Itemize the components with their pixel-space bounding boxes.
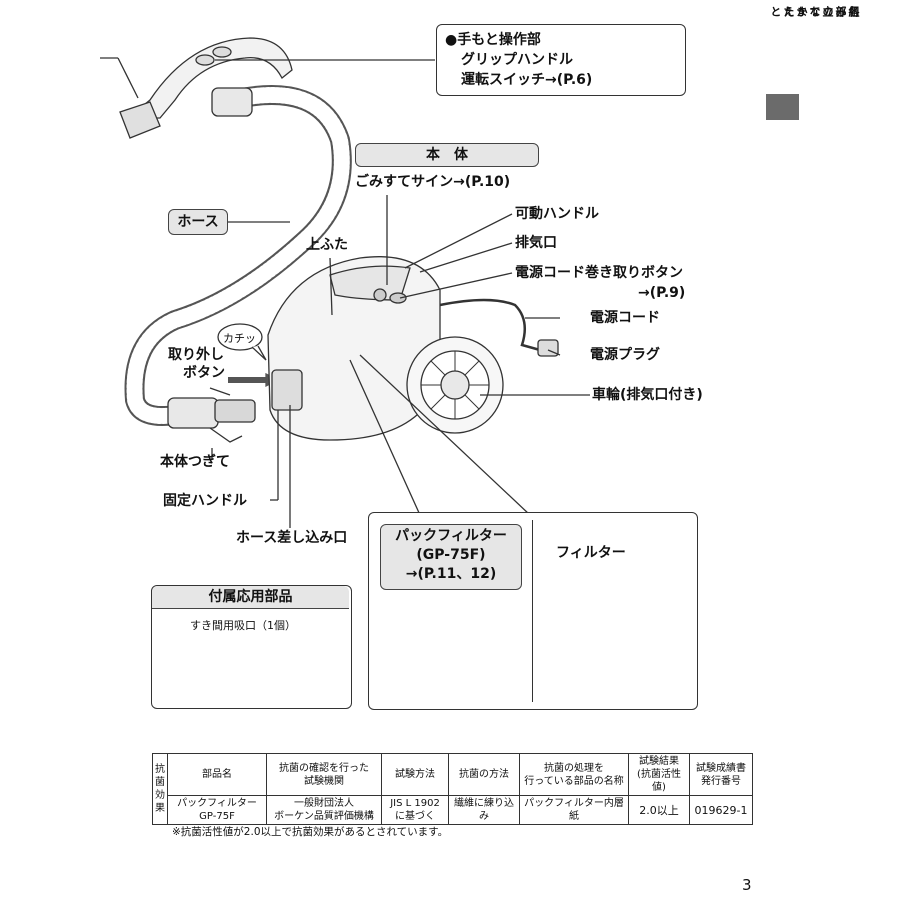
section-tab-line1: 各部のなまえと (769, 6, 860, 17)
body-joint-shape (167, 397, 219, 429)
dust-sign-label: ごみすてサイン→(P.10) (355, 174, 511, 190)
switch-shape (212, 46, 232, 58)
footnote: ※抗菌活性値が2.0以上で抗菌効果があるとされています。 (172, 826, 449, 838)
table-cell: 一般財団法人ボーケン品質評価機構 (266, 795, 382, 825)
cord-rewind-ref: →(P.9) (638, 285, 686, 301)
leader-line (349, 359, 421, 516)
power-cord-shape (439, 298, 541, 352)
panel-divider (532, 520, 533, 702)
pack-filter-name: パックフィルター (395, 528, 507, 544)
page-number: 3 (742, 876, 752, 894)
table-header: 試験結果(抗菌活性値) (628, 753, 690, 796)
leader-line (404, 213, 513, 269)
table-cell: 2.0以上 (628, 795, 690, 825)
hose-inlet-shape (271, 369, 303, 411)
cord-rewind-label: 電源コード巻き取りボタン (515, 265, 683, 281)
accessory-item: すき間用吸口（1個） (190, 619, 296, 632)
fixed-handle-label: 固定ハンドル (163, 493, 247, 509)
hose-inlet-label: ホース差し込み口 (236, 530, 348, 546)
table-header: 試験成績書発行番号 (689, 753, 753, 796)
movable-handle-label: 可動ハンドル (515, 206, 599, 222)
callout-hand-title: ●手もと操作部 (445, 32, 541, 48)
wand-end-shape (119, 101, 161, 139)
switch-shape (195, 54, 215, 66)
power-cord-label: 電源コード (590, 310, 660, 326)
hose-cuff-shape (211, 87, 253, 117)
release-button-label-2: ボタン (183, 365, 225, 381)
katchi-bubble (217, 323, 263, 351)
body-title-box: 本 体 (355, 143, 539, 167)
body-joint-label: 本体つぎて (160, 454, 230, 470)
leader-line (419, 242, 513, 273)
release-button-label-1: 取り外し (168, 347, 224, 363)
exhaust-label: 排気口 (515, 235, 557, 251)
table-cell: 019629-1 (689, 795, 753, 825)
leader-line (399, 272, 513, 299)
leader-line (117, 57, 139, 99)
table-header: 抗菌の確認を行った試験機関 (266, 753, 382, 796)
table-header: 抗菌の処理を行っている部品の名称 (519, 753, 629, 796)
wheel-label: 車輪(排気口付き) (592, 387, 703, 403)
antibacterial-table: 抗 菌 効 果 部品名 抗菌の確認を行った試験機関 試験方法 抗菌の方法 抗菌の… (152, 753, 753, 825)
callout-power-switch: 運転スイッチ→(P.6) (461, 72, 593, 88)
table-row-header: 抗 菌 効 果 (152, 753, 168, 825)
table-header: 抗菌の方法 (448, 753, 520, 796)
hose-label: ホース (168, 209, 228, 235)
power-plug-label: 電源プラグ (590, 347, 660, 363)
hose-ribs (126, 87, 350, 424)
rewind-button-shape (389, 292, 407, 304)
section-tab-block (766, 94, 799, 120)
filter-label: フィルター (556, 545, 626, 561)
table-header: 部品名 (167, 753, 267, 796)
section-tab-line2: 組み立てかた (782, 6, 860, 17)
leader-line (547, 349, 561, 356)
top-cover-window (329, 265, 411, 301)
pack-filter-model: (GP-75F) (416, 547, 486, 563)
table-cell: 繊維に練り込み (448, 795, 520, 825)
katchi-label: カチッ (223, 332, 256, 345)
top-cover-label: 上ふた (306, 237, 348, 253)
joint-clip-shape (209, 427, 243, 443)
leader-line (209, 387, 231, 396)
accessory-title: 付属応用部品 (152, 586, 349, 609)
hand-controls-callout: ●手もと操作部 グリップハンドル 運転スイッチ→(P.6) (436, 24, 686, 96)
table-header: 試験方法 (381, 753, 449, 796)
pack-filter-ref: →(P.11、12) (405, 566, 497, 582)
callout-grip-handle: グリップハンドル (461, 52, 573, 68)
leader-line (359, 354, 531, 516)
leader-line (329, 257, 333, 316)
dust-sign-shape (373, 288, 387, 302)
wheel-vents (421, 351, 489, 419)
pack-filter-title-box: パックフィルター (GP-75F) →(P.11、12) (380, 524, 522, 590)
joint-tip-shape (214, 399, 256, 423)
grip-handle-shape (126, 37, 293, 119)
table-cell: パックフィルター内層紙 (519, 795, 629, 825)
